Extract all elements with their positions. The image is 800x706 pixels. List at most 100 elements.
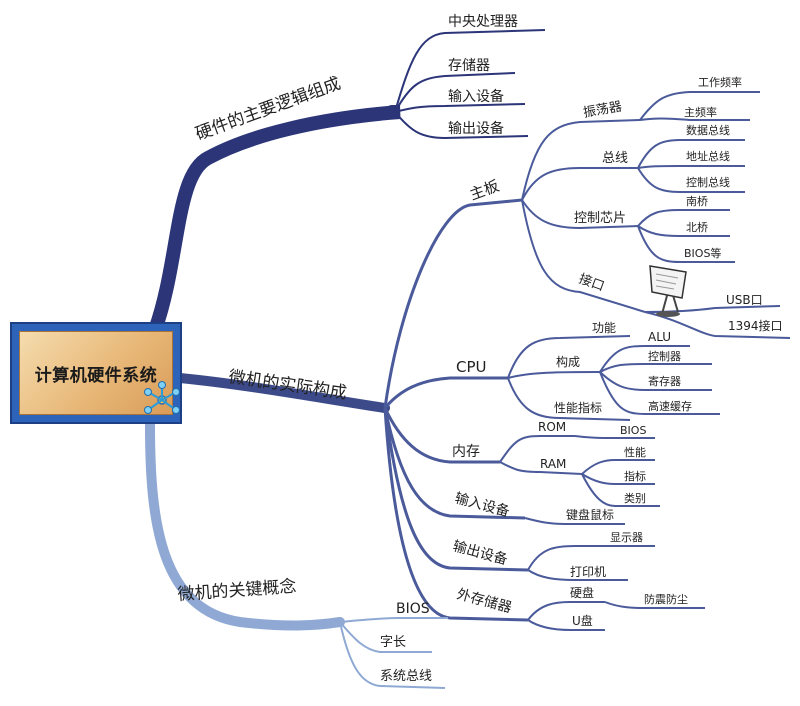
cpu-struct-3: 寄存器 — [648, 374, 681, 388]
concept-item-2: 字长 — [380, 635, 406, 650]
logic-item-cpu: 中央处理器 — [448, 14, 518, 30]
link-cpu-s3 — [599, 371, 712, 391]
logic-item-storage: 存储器 — [448, 58, 490, 74]
cpu-function: 功能 — [592, 321, 616, 335]
cpu-label: CPU — [456, 358, 487, 376]
link-concept-1 — [339, 617, 448, 623]
ram-item-3: 类别 — [624, 491, 646, 505]
network-star-icon — [144, 381, 180, 414]
memory-label: 内存 — [452, 444, 480, 460]
link-chip-2 — [637, 225, 730, 237]
oscillator-label: 振荡器 — [582, 99, 623, 121]
link-bus — [521, 167, 638, 201]
presentation-easel-icon — [649, 265, 687, 317]
ram-label: RAM — [540, 457, 566, 471]
link-memory — [383, 407, 500, 464]
osc-item-2: 主频率 — [684, 105, 717, 119]
link-chipset — [521, 199, 639, 230]
ram-item-2: 指标 — [624, 469, 646, 483]
input-item-1: 键盘鼠标 — [566, 507, 614, 522]
link-mainboard — [383, 198, 523, 409]
link-chip-3 — [637, 225, 735, 263]
link-input-1 — [524, 517, 625, 525]
link-cpu-struct — [507, 371, 601, 379]
branch-concepts-label: 微机的关键概念 — [177, 576, 297, 605]
link-cpu-s1 — [599, 345, 690, 373]
link-osc-2 — [639, 117, 750, 121]
link-hdd-1 — [604, 601, 705, 609]
link-output-2 — [527, 569, 628, 581]
port-item-2: 1394接口 — [728, 318, 783, 333]
mainboard-label: 主板 — [467, 177, 501, 204]
ports-label: 接口 — [577, 271, 607, 295]
cpu-structure: 构成 — [556, 354, 580, 369]
link-logic-1 — [394, 29, 546, 113]
cpu-performance: 性能指标 — [554, 400, 602, 415]
link-logic-2 — [394, 72, 516, 113]
link-bus-1 — [637, 139, 745, 169]
link-cpu-func — [507, 335, 631, 379]
link-cpu — [383, 376, 508, 409]
link-ram-1 — [581, 459, 655, 475]
link-port-2 — [644, 311, 791, 339]
chipset-label: 控制芯片 — [574, 211, 626, 226]
concept-item-1: BIOS — [396, 601, 430, 617]
cpu-struct-2: 控制器 — [648, 349, 681, 363]
osc-item-1: 工作频率 — [698, 75, 742, 89]
link-concept-2 — [339, 621, 432, 653]
link-logic-4 — [394, 111, 529, 140]
link-cpu-s2 — [599, 363, 712, 373]
link-oscillator — [521, 119, 641, 201]
branch-actual — [175, 373, 390, 413]
hdd-item-1: 防震防尘 — [644, 592, 688, 606]
link-input — [383, 407, 526, 520]
link-ram-2 — [581, 473, 655, 485]
output-label: 输出设备 — [451, 537, 509, 568]
concept-item-3: 系统总线 — [380, 669, 432, 684]
link-output — [383, 407, 529, 572]
link-cpu-s4 — [599, 371, 720, 415]
link-ram — [499, 461, 583, 475]
bus-item-1: 数据总线 — [686, 123, 730, 137]
link-port-1 — [644, 305, 781, 313]
bus-item-2: 地址总线 — [686, 149, 730, 163]
chip-item-2: 北桥 — [686, 221, 708, 234]
link-chip-1 — [637, 209, 730, 227]
output-item-2: 打印机 — [570, 565, 606, 579]
chip-item-1: 南桥 — [686, 195, 708, 208]
link-ram-3 — [581, 473, 660, 507]
link-hdd — [527, 601, 605, 621]
link-osc-1 — [639, 91, 760, 121]
link-output-1 — [527, 545, 655, 571]
link-usb — [527, 619, 605, 631]
link-rom — [499, 435, 575, 463]
link-storage — [383, 407, 529, 622]
rom-bios: BIOS — [620, 424, 646, 437]
output-item-1: 显示器 — [610, 531, 643, 544]
cpu-struct-4: 高速缓存 — [648, 399, 692, 413]
logic-item-output: 输出设备 — [448, 120, 504, 137]
link-bus-2 — [637, 165, 745, 169]
cpu-struct-1: ALU — [648, 330, 671, 344]
root-node-inner: 计算机硬件系统 — [19, 331, 173, 415]
port-item-1: USB口 — [726, 293, 763, 307]
storage-label: 外存储器 — [455, 586, 513, 616]
hdd-label: 硬盘 — [570, 585, 594, 600]
link-logic-3 — [394, 103, 526, 113]
bus-item-3: 控制总线 — [686, 175, 730, 189]
branch-concepts — [145, 420, 345, 631]
rom-label: ROM — [538, 420, 566, 434]
link-cpu-perf — [507, 377, 631, 421]
root-node[interactable]: 计算机硬件系统 — [10, 322, 182, 424]
ram-item-1: 性能 — [624, 445, 646, 459]
link-concept-3 — [339, 621, 446, 689]
branch-actual-label: 微机的实际构成 — [227, 367, 348, 403]
link-rom-bios — [574, 435, 655, 439]
logic-item-input: 输入设备 — [448, 88, 504, 105]
bus-label: 总线 — [602, 151, 628, 166]
chip-item-3: BIOS等 — [684, 246, 721, 260]
usb-label: U盘 — [572, 613, 593, 628]
root-title: 计算机硬件系统 — [34, 365, 158, 386]
